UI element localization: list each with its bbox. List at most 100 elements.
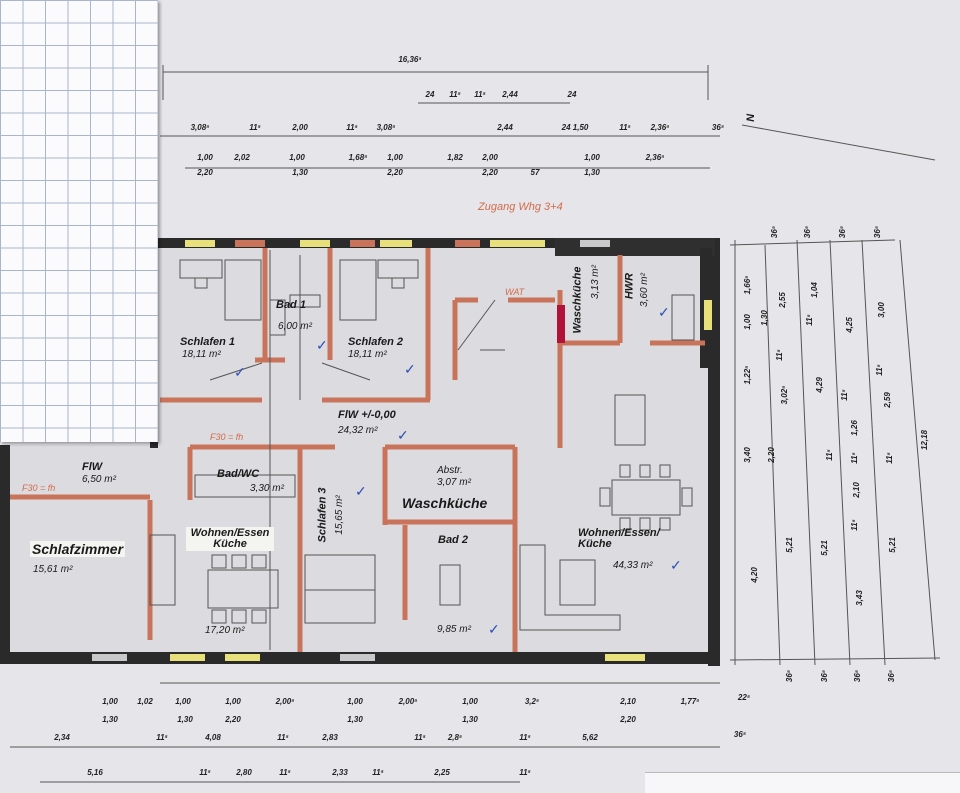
dimension-label: 1,00 bbox=[347, 697, 363, 706]
room-name-flw-left: FlW bbox=[82, 461, 103, 473]
dimension-label: 2,83 bbox=[322, 733, 338, 742]
dimension-label: 11⁵ bbox=[346, 123, 358, 132]
dimension-label: 1,68⁵ bbox=[348, 153, 368, 162]
fire-door-annotation: F30 = fh bbox=[22, 483, 56, 493]
dimension-label: 3,02⁵ bbox=[780, 385, 789, 405]
room-name-bad-1: Bad 1 bbox=[276, 299, 306, 311]
check-mark-icon: ✓ bbox=[234, 364, 246, 380]
dimension-label: 11⁵ bbox=[414, 733, 426, 742]
dimension-label: 1,00 bbox=[743, 314, 752, 330]
room-name-abstellraum: Abstr. bbox=[437, 465, 463, 476]
dimension-label: 11⁵ bbox=[156, 733, 168, 742]
room-name-bad-wc: Bad/WC bbox=[217, 468, 260, 480]
room-name-schlafzimmer: Schlafzimmer bbox=[30, 541, 126, 557]
dimension-label: 1,30 bbox=[462, 715, 478, 724]
dimension-label: 11⁵ bbox=[279, 768, 291, 777]
north-arrow-label: N bbox=[743, 113, 756, 122]
dimension-label: 11⁵ bbox=[277, 733, 289, 742]
dimension-label: 1,30 bbox=[760, 310, 769, 326]
room-name-hwr: HWR bbox=[623, 272, 636, 300]
window-openings bbox=[92, 240, 610, 661]
check-mark-icon: ✓ bbox=[488, 621, 500, 637]
dimension-label: 36⁵ bbox=[853, 669, 862, 683]
brick-sections bbox=[235, 240, 480, 247]
dimension-label: 36⁵ bbox=[785, 669, 794, 683]
dimension-label: 1,00 bbox=[584, 153, 600, 162]
dimension-label: 36⁵ bbox=[770, 225, 779, 239]
floor-area bbox=[0, 240, 718, 662]
dimension-label: 3,43 bbox=[855, 590, 864, 606]
dimension-label: 2,00 bbox=[292, 123, 308, 132]
dimension-label: 11⁵ bbox=[519, 768, 531, 777]
dimension-label: 11⁵ bbox=[805, 314, 814, 326]
dimension-label: 16,36⁵ bbox=[398, 55, 422, 64]
dimension-label: 1,30 bbox=[347, 715, 363, 724]
dimension-label: 24 bbox=[425, 90, 435, 99]
dimension-label: 2,20 bbox=[387, 168, 403, 177]
room-name-schlafen-3: Schlafen 3 bbox=[316, 487, 329, 543]
dimension-label: 11⁵ bbox=[449, 90, 461, 99]
dimension-label: 36⁵ bbox=[711, 123, 725, 132]
dimension-label: 22⁵ bbox=[737, 693, 751, 702]
dimension-label: 11⁵ bbox=[199, 768, 211, 777]
chimney-marker bbox=[557, 305, 565, 343]
dimension-label: 1,30 bbox=[292, 168, 308, 177]
dimension-label: 3,08⁵ bbox=[376, 123, 396, 132]
dimension-label: 1,00 bbox=[387, 153, 403, 162]
dimension-label: 5,21 bbox=[888, 537, 897, 553]
dimension-label: 2,55 bbox=[778, 292, 787, 308]
wat-annotation: WAT bbox=[505, 287, 525, 297]
grid-paper-overlay bbox=[0, 0, 158, 442]
room-area-flur: 24,32 m² bbox=[338, 425, 378, 436]
dimension-label: 1,00 bbox=[225, 697, 241, 706]
room-name-schlafen-2: Schlafen 2 bbox=[348, 336, 404, 348]
dimension-label: 36⁵ bbox=[887, 669, 896, 683]
check-mark-icon: ✓ bbox=[397, 427, 409, 443]
dimension-label: 11⁵ bbox=[372, 768, 384, 777]
dimension-label: 11⁵ bbox=[850, 452, 859, 464]
dimension-label: 2,36⁵ bbox=[645, 153, 665, 162]
dimension-label: 3,08⁵ bbox=[190, 123, 210, 132]
dimension-label: 2,02 bbox=[234, 153, 250, 162]
dimension-label: 11⁵ bbox=[840, 389, 849, 401]
room-area-schlafen-1: 18,11 m² bbox=[182, 349, 221, 360]
dimension-label: 12,18 bbox=[920, 429, 929, 451]
dimension-label: 36⁵ bbox=[873, 225, 882, 239]
dimension-label: 2,8⁵ bbox=[447, 733, 463, 742]
dimension-label: 2,10 bbox=[852, 482, 861, 498]
entrance-annotation: Zugang Whg 3+4 bbox=[478, 201, 563, 213]
room-name-waschkueche: Waschküche bbox=[402, 495, 488, 511]
dimension-label: 1,82 bbox=[447, 153, 463, 162]
dimension-label: 1,00 bbox=[175, 697, 191, 706]
dimension-label: 2,10 bbox=[620, 697, 636, 706]
room-area-schlafen-3: 15,65 m² bbox=[334, 495, 345, 535]
dimension-label: 36⁵ bbox=[820, 669, 829, 683]
dimension-label: 11⁵ bbox=[619, 123, 631, 132]
dimension-label: 36⁵ bbox=[803, 225, 812, 239]
dimension-label: 1,66⁵ bbox=[743, 275, 752, 295]
dimension-label: 2,20 bbox=[620, 715, 636, 724]
dimension-label: 1,30 bbox=[102, 715, 118, 724]
windows bbox=[170, 240, 712, 661]
dimension-label: 2,00⁵ bbox=[275, 697, 295, 706]
dimension-label: 5,16 bbox=[87, 768, 103, 777]
dimension-label: 2,36⁵ bbox=[650, 123, 670, 132]
dimension-label: 24 1,50 bbox=[561, 123, 589, 132]
dimension-label: 1,00 bbox=[462, 697, 478, 706]
dimension-label: 5,62 bbox=[582, 733, 598, 742]
dimension-label: 2,44 bbox=[497, 123, 513, 132]
dimension-label: 4,29 bbox=[815, 377, 824, 393]
paper-card-corner bbox=[645, 772, 960, 793]
dimension-label: 2,34 bbox=[54, 733, 70, 742]
room-area-schlafen-2: 18,11 m² bbox=[348, 349, 387, 360]
dimension-label: 1,26 bbox=[850, 420, 859, 436]
room-name-waschkueche-small: Waschküche bbox=[571, 266, 584, 334]
room-area-abstellraum: 3,07 m² bbox=[437, 477, 471, 488]
dimension-label: 24 bbox=[567, 90, 577, 99]
room-area-bad-wc: 3,30 m² bbox=[250, 483, 284, 494]
inner-walls bbox=[10, 248, 705, 652]
dimension-label: 1,04 bbox=[810, 282, 819, 298]
dimension-label: 2,59 bbox=[883, 392, 892, 408]
dimension-label: 4,20 bbox=[750, 567, 759, 583]
